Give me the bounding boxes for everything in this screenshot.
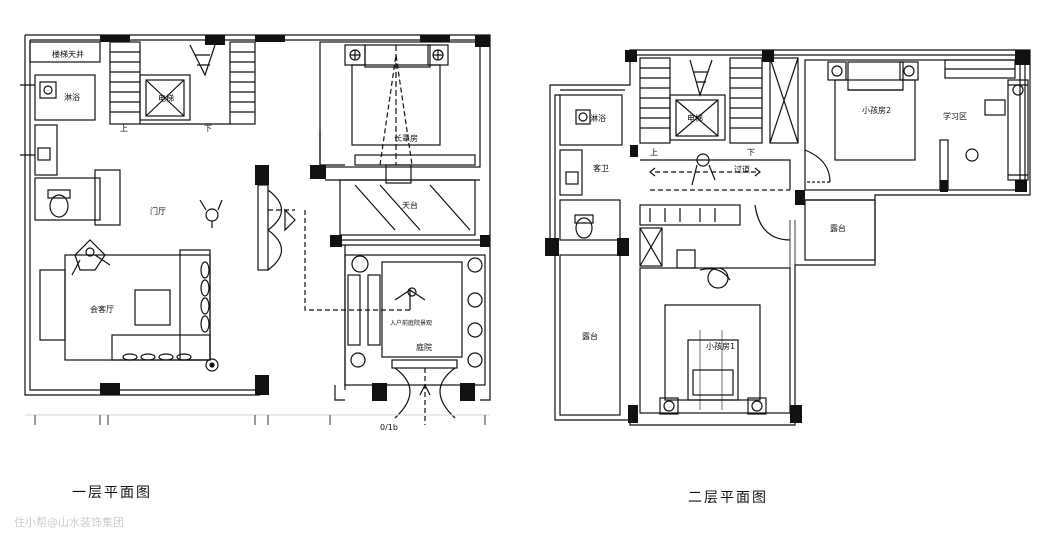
f2-up-label: 上: [650, 148, 658, 157]
f2-kid1-label: 小孩房1: [706, 341, 735, 351]
f2-corridor-label: 过道: [734, 164, 750, 174]
f2-down-label: 下: [747, 148, 755, 157]
f1-dim-label: 0/1b: [380, 423, 398, 432]
f1-down-label: 下: [204, 124, 212, 133]
floor1-outer-walls: [24, 34, 491, 401]
f2-elevator-label: 电梯: [687, 113, 703, 123]
f2-study-label: 学习区: [943, 111, 967, 121]
f2-bath-label: 淋浴: [590, 113, 606, 123]
floor2-plan: [545, 49, 1031, 426]
f1-lounge-label: 会客厅: [90, 304, 114, 314]
f1-entry-label: 门厅: [150, 206, 166, 216]
f2-wc-label: 客卫: [593, 163, 609, 173]
watermark-text: 住小帮@山水装饰集团: [14, 516, 124, 529]
f2-terrace-right-label: 露台: [830, 223, 846, 233]
f2-terrace-left-label: 露台: [582, 331, 598, 341]
f1-up-label: 上: [120, 124, 128, 133]
floor1-caption: 一层平面图: [72, 485, 152, 501]
floor2-caption: 二层平面图: [688, 490, 768, 506]
f1-bath-label: 淋浴: [64, 92, 80, 102]
floor1-plan: [20, 34, 491, 425]
f1-patio-label: 天台: [402, 200, 418, 210]
f1-skylight-label: 楼梯天井: [52, 49, 84, 59]
f1-garden-label: 庭院: [416, 342, 432, 352]
f2-kid2-label: 小孩房2: [862, 105, 891, 115]
f1-master-label: 长辈房: [394, 133, 418, 143]
f1-garden-note: 入户前庭院景观: [390, 319, 432, 327]
f1-elevator-label: 电梯: [158, 93, 174, 103]
